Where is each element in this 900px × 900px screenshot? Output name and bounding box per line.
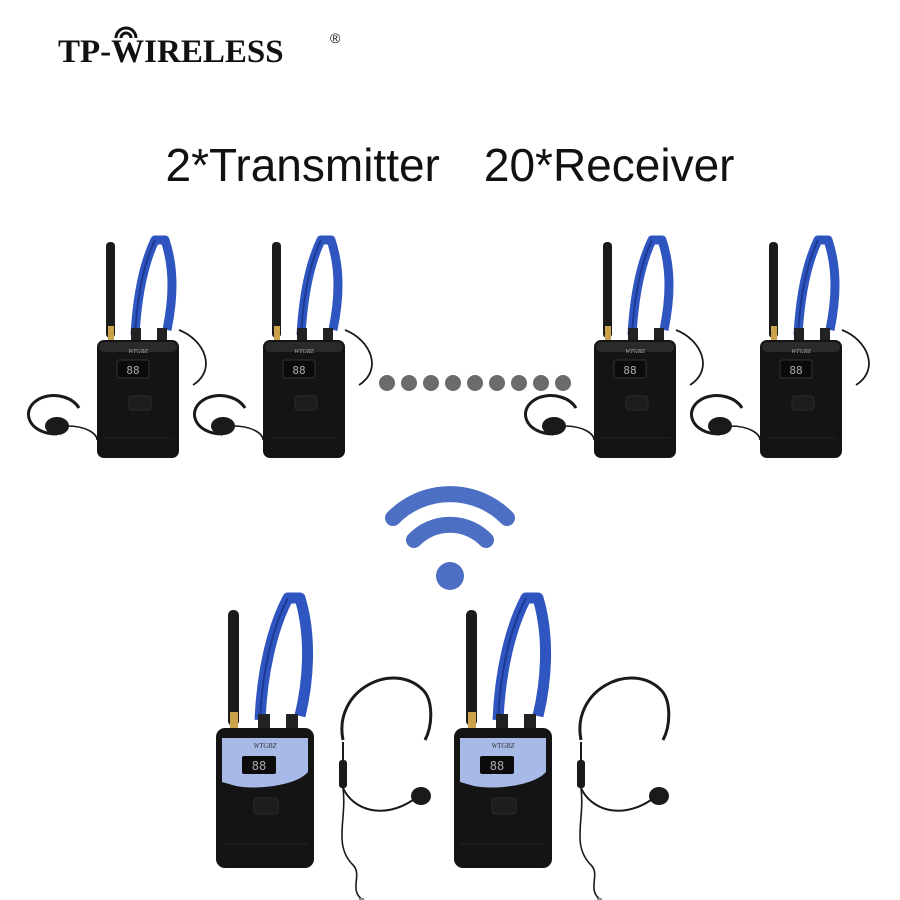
receiver-count-label: 20*Receiver [483,139,735,191]
receiver-unit-4 [691,240,868,458]
registered-icon: ® [330,30,341,46]
transmitter-unit-1 [216,598,314,868]
brand-logo: TP-WIRELESS ® [58,26,340,84]
receiver-unit-1 [28,240,205,458]
receiver-unit-3 [525,240,702,458]
wifi-signal-icon [385,486,515,590]
transmitter-unit-2 [454,598,552,868]
receiver-unit-2 [194,240,371,458]
logo-signal-icon [114,26,138,39]
headset-microphone-2 [575,676,671,900]
headline: 2*Transmitter 20*Receiver [0,138,900,192]
continuation-dots [379,375,571,391]
logo-text: TP-WIRELESS [58,34,284,70]
transmitter-count-label: 2*Transmitter [165,139,440,191]
headset-microphone-1 [337,676,433,900]
